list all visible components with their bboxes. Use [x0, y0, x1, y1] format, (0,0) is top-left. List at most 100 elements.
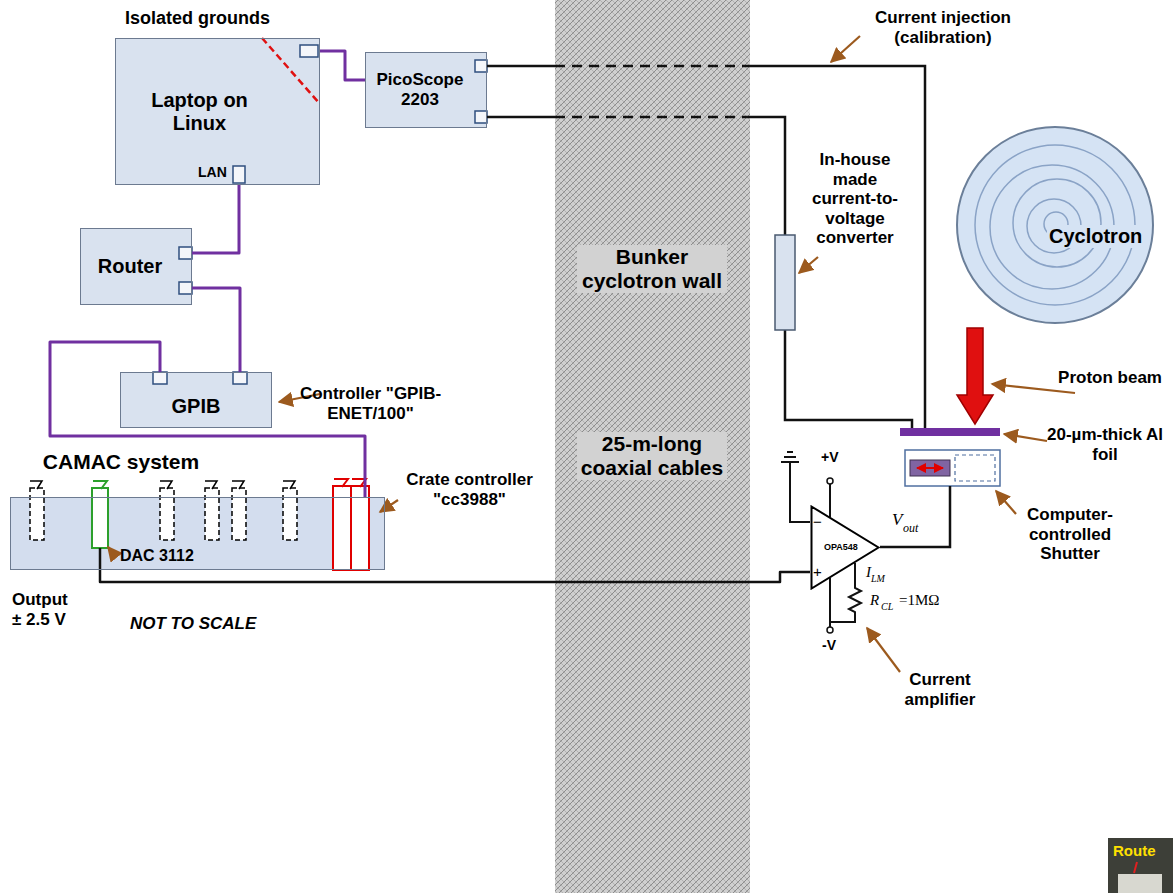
crate-controller-card: [351, 486, 369, 570]
signal-label: Current injection (calibration): [838, 8, 1048, 47]
card-handles: [30, 481, 295, 489]
coax-cable: [487, 116, 555, 119]
cable-connector: [192, 288, 240, 372]
network-port: [179, 282, 192, 294]
oscilloscope-box: PicoScope 2203: [365, 52, 487, 128]
part-label: 20-µm-thick Al foil: [1045, 425, 1165, 464]
box-fill: [365, 52, 487, 128]
coax-cable: [785, 330, 912, 428]
cyclotron-body: [957, 127, 1153, 323]
coax-cable: [750, 117, 785, 235]
supply-terminal: [827, 478, 833, 484]
box-fill: [115, 38, 320, 185]
supply-terminal: [827, 627, 833, 633]
card-handle: [160, 481, 172, 489]
crate-controller-card: [333, 486, 351, 570]
note-label: Isolated grounds: [125, 8, 270, 29]
card-handle: [30, 481, 42, 489]
opamp-outline: [812, 507, 879, 589]
bnc-port: [475, 111, 487, 123]
note-label: NOT TO SCALE: [130, 614, 256, 634]
network-port: [153, 372, 167, 384]
usb-port: [300, 45, 318, 57]
empty-slot: [30, 488, 44, 540]
cyclotron-circle: Cyclotron: [955, 125, 1155, 325]
cable-connector: [50, 342, 365, 497]
component-name: R: [870, 592, 879, 609]
leader-arrow: [996, 491, 1016, 514]
signal-name: V: [892, 510, 902, 530]
card-handle: [205, 481, 217, 489]
wall-band: Bunker cyclotron wall25-m-long coaxial c…: [555, 0, 750, 893]
port-label: LAN: [198, 164, 227, 180]
leader-arrow: [831, 36, 860, 62]
output-wire: [880, 486, 950, 547]
photo-fragment: [1108, 838, 1173, 893]
cable-connector: [192, 185, 239, 253]
part-label: DAC 3112: [120, 547, 194, 565]
shutter-blade: [910, 460, 950, 476]
converter-box: [775, 235, 795, 330]
orbit-ring: [1013, 179, 1101, 267]
dac-wire: [99, 548, 102, 570]
crate-slots: [30, 488, 297, 540]
computer-box: Laptop on Linux: [115, 38, 320, 185]
empty-slot: [160, 488, 174, 540]
signal-subscript: LM: [871, 573, 885, 585]
supply-wire: [829, 484, 831, 517]
motion-arrow: [917, 467, 943, 469]
ground-symbol: [781, 452, 799, 462]
box-text: PicoScope 2203: [368, 70, 472, 109]
coax-cable: [555, 65, 750, 68]
component-value: =1MΩ: [899, 592, 939, 609]
shape-text: Bunker cyclotron wall: [577, 245, 727, 293]
shape-text: CAMAC system: [11, 450, 231, 474]
pin-sign: −: [813, 513, 822, 530]
photo-router: [1118, 874, 1162, 893]
proton-beam-arrow: [957, 328, 993, 424]
part-label: Computer-controlled Shutter: [1015, 505, 1125, 564]
leader-arrow: [799, 257, 818, 273]
coax-cable: [750, 66, 925, 428]
signal-subscript: out: [903, 522, 918, 536]
card-handle: [334, 479, 348, 487]
leader-arrows: [108, 36, 1075, 672]
part-label: Crate controller "cc3988": [392, 470, 547, 509]
isolation-line: [262, 38, 320, 104]
empty-slot: [283, 488, 297, 540]
controller-box: GPIB: [120, 372, 272, 428]
network-port: [233, 372, 247, 384]
crate-box: CAMAC system: [10, 497, 385, 570]
leader-arrow: [1004, 434, 1047, 441]
signal-name: I: [866, 564, 871, 581]
pin-name: +V: [821, 449, 839, 465]
coaxial-cables: [487, 66, 925, 428]
component-subscript: CL: [881, 601, 893, 613]
leader-arrow: [380, 500, 398, 512]
box-fill: [80, 228, 192, 305]
lan-port: [233, 166, 245, 183]
photo-leader: [1134, 862, 1137, 873]
empty-slot: [205, 488, 219, 540]
card-handle: [232, 481, 244, 489]
network-port: [179, 247, 192, 259]
shape-text: Cyclotron: [1047, 225, 1144, 248]
pin-sign: +: [813, 563, 822, 580]
pin-name: -V: [822, 637, 836, 653]
card-handle: [283, 481, 295, 489]
photo-label: Route: [1113, 842, 1156, 859]
box-fill: [120, 372, 272, 428]
leader-arrow: [108, 547, 116, 557]
shape-text: OPA548: [824, 542, 858, 552]
box-text: Laptop on Linux: [140, 89, 260, 135]
cable-connector: [320, 51, 365, 80]
box-text: Router: [98, 255, 162, 278]
cable-connector: [100, 570, 810, 582]
bnc-port: [475, 60, 487, 72]
ground-bar: [784, 456, 796, 458]
box-fill: [10, 497, 385, 570]
shutter-housing: [905, 450, 1000, 486]
coax-cable: [487, 65, 555, 68]
ground-wire: [790, 462, 810, 522]
